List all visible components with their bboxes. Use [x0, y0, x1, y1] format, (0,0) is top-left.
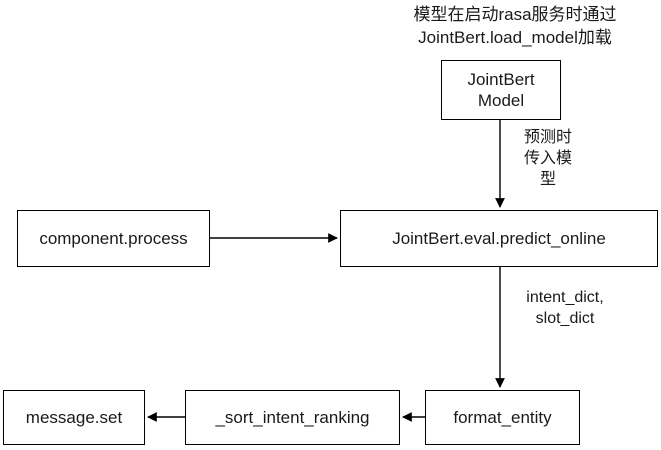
node-sort-intent-ranking[interactable]: _sort_intent_ranking: [185, 390, 400, 445]
annotation-load-model: 模型在启动rasa服务时通过 JointBert.load_model加载: [413, 5, 617, 47]
node-component-process[interactable]: component.process: [17, 210, 210, 267]
node-format-entity[interactable]: format_entity: [425, 390, 580, 445]
node-message-set[interactable]: message.set: [3, 390, 145, 445]
edge-label-predict-pass-model: 预测时 传入模 型: [523, 129, 572, 188]
node-jointbert-eval-predict-online[interactable]: JointBert.eval.predict_online: [340, 210, 658, 267]
edge-label-intent-slot-dict: intent_dict, slot_dict: [526, 289, 604, 327]
node-jointbert-model[interactable]: JointBert Model: [441, 60, 561, 120]
